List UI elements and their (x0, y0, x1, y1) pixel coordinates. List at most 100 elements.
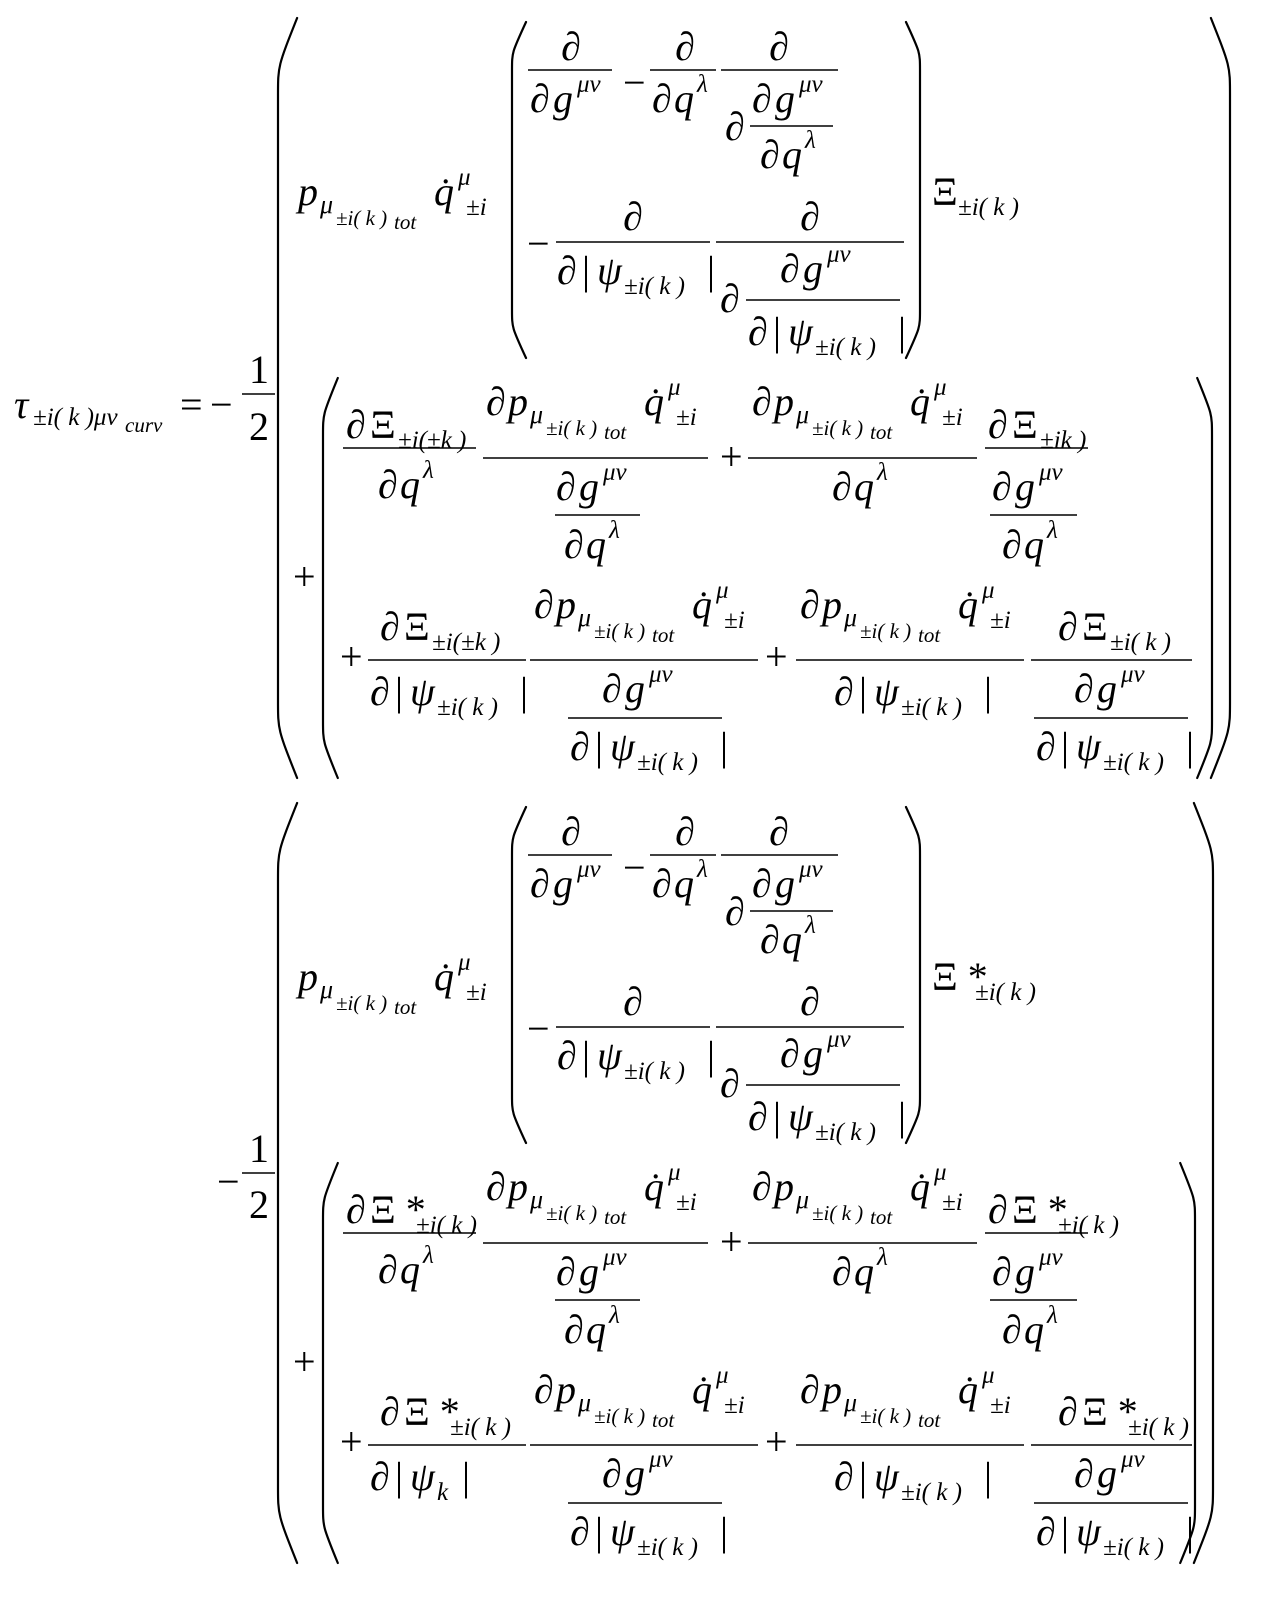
partial-symbol: ∂ (557, 248, 577, 293)
munu-superscript: μν (576, 856, 602, 883)
partial-symbol: ∂ (769, 809, 789, 854)
munu-superscript: μν (1120, 1446, 1146, 1473)
munu-superscript: μν (648, 1446, 674, 1473)
operator-right-paren (904, 805, 922, 1145)
psi-subscript: ±i( k ) (1103, 1534, 1164, 1561)
g-symbol: g (775, 76, 795, 121)
p-symbol: p (505, 379, 528, 424)
lambda-superscript: λ (876, 459, 888, 486)
mu-subscript: μ (577, 603, 591, 632)
plus-sign: + (340, 1419, 363, 1464)
abs-bar: | (984, 1454, 992, 1499)
plus-sign: + (293, 554, 316, 599)
partial-symbol: ∂ (570, 1509, 590, 1554)
mu-subscript: μ (529, 400, 543, 429)
mu-superscript: μ (981, 1362, 995, 1389)
g-symbol: g (579, 464, 599, 509)
g-symbol: g (553, 861, 573, 906)
group-left-paren (321, 1161, 339, 1565)
plus-sign: + (340, 634, 363, 679)
partial-symbol: ∂ (557, 1033, 577, 1078)
partial-symbol: ∂ (556, 464, 576, 509)
xi-subscript: ±ik ) (1040, 427, 1086, 454)
p-subscript-tail: ±i( k ) (594, 619, 645, 643)
lambda-superscript: λ (876, 1244, 888, 1271)
p-subscript-tail: ±i( k ) (860, 619, 911, 643)
partial-symbol: ∂ (1002, 1307, 1022, 1352)
partial-symbol: ∂ (623, 194, 643, 239)
partial-symbol: ∂ (346, 1187, 366, 1232)
munu-superscript: μν (602, 1244, 628, 1271)
p-symbol: p (553, 582, 576, 627)
munu-superscript: μν (1038, 1244, 1064, 1271)
lambda-superscript: λ (608, 1302, 620, 1329)
partial-symbol: ∂ (800, 194, 820, 239)
qdot-symbol: q̇ (910, 379, 930, 424)
partial-symbol: ∂ (675, 24, 695, 69)
q-symbol: q (854, 1249, 874, 1294)
mu-subscript: μ (319, 975, 333, 1004)
operator-left-paren (510, 805, 528, 1145)
abs-bar: | (582, 248, 590, 293)
equals-sign: = (180, 382, 203, 427)
partial-symbol: ∂ (800, 1367, 820, 1412)
q-symbol: q (586, 1307, 606, 1352)
plus-sign: + (765, 1419, 788, 1464)
tot-subscript: tot (870, 420, 893, 444)
qdot-symbol: q̇ (958, 582, 978, 627)
xi-symbol: Ξ (1012, 402, 1038, 447)
psi-symbol: ψ (597, 248, 623, 293)
abs-bar: | (595, 724, 603, 769)
lambda-superscript: λ (608, 517, 620, 544)
xi-subscript: ±i( k ) (416, 1212, 477, 1239)
munu-superscript: μν (1038, 459, 1064, 486)
partial-symbol: ∂ (834, 1454, 854, 1499)
xi-subscript: ±i( k ) (958, 194, 1019, 221)
pm-i-subscript: ±i (942, 404, 963, 431)
pm-i-subscript: ±i (942, 1189, 963, 1216)
partial-symbol: ∂ (346, 402, 366, 447)
outer-left-paren (276, 801, 299, 1565)
psi-subscript: ±i( k ) (637, 749, 698, 776)
abs-bar: | (984, 669, 992, 714)
q-symbol: q (1024, 1307, 1044, 1352)
xi-star-symbol: Ξ * (370, 1187, 426, 1232)
q-symbol: q (400, 462, 420, 507)
psi-symbol: ψ (410, 1454, 436, 1499)
psi-symbol: ψ (610, 1509, 636, 1554)
qdot-symbol: q̇ (434, 954, 454, 999)
xi-subscript: ±i( k ) (450, 1414, 511, 1441)
tau-symbol: τ (14, 382, 30, 427)
p-subscript-tail: ±i( k ) (594, 1404, 645, 1428)
partial-symbol: ∂ (752, 861, 772, 906)
partial-symbol: ∂ (992, 1249, 1012, 1294)
abs-bar: | (859, 1454, 867, 1499)
pm-i-subscript: ±i (466, 194, 487, 221)
munu-superscript: μν (576, 71, 602, 98)
abs-bar: | (707, 248, 715, 293)
xi-symbol: Ξ (1082, 604, 1108, 649)
half-numerator: 1 (249, 1126, 269, 1171)
g-symbol: g (625, 666, 645, 711)
partial-symbol: ∂ (720, 276, 740, 321)
p-symbol: p (771, 1164, 794, 1209)
mu-subscript: μ (577, 1388, 591, 1417)
partial-symbol: ∂ (534, 582, 554, 627)
partial-symbol: ∂ (752, 76, 772, 121)
minus-sign: − (527, 221, 550, 266)
partial-symbol: ∂ (752, 1164, 772, 1209)
xi-subscript: ±i( k ) (1058, 1212, 1119, 1239)
tot-subscript: tot (918, 1408, 941, 1432)
plus-sign: + (293, 1339, 316, 1384)
pm-i-subscript: ±i (466, 979, 487, 1006)
psi-subscript: k (437, 1479, 449, 1506)
psi-subscript: ±i( k ) (815, 1119, 876, 1146)
q-symbol: q (854, 464, 874, 509)
partial-symbol: ∂ (1074, 1451, 1094, 1496)
psi-symbol: ψ (788, 1094, 814, 1139)
mu-subscript: μ (795, 1185, 809, 1214)
partial-symbol: ∂ (725, 889, 745, 934)
group-right-paren (1196, 376, 1214, 780)
abs-bar: | (520, 669, 528, 714)
half-denominator: 2 (249, 404, 269, 449)
